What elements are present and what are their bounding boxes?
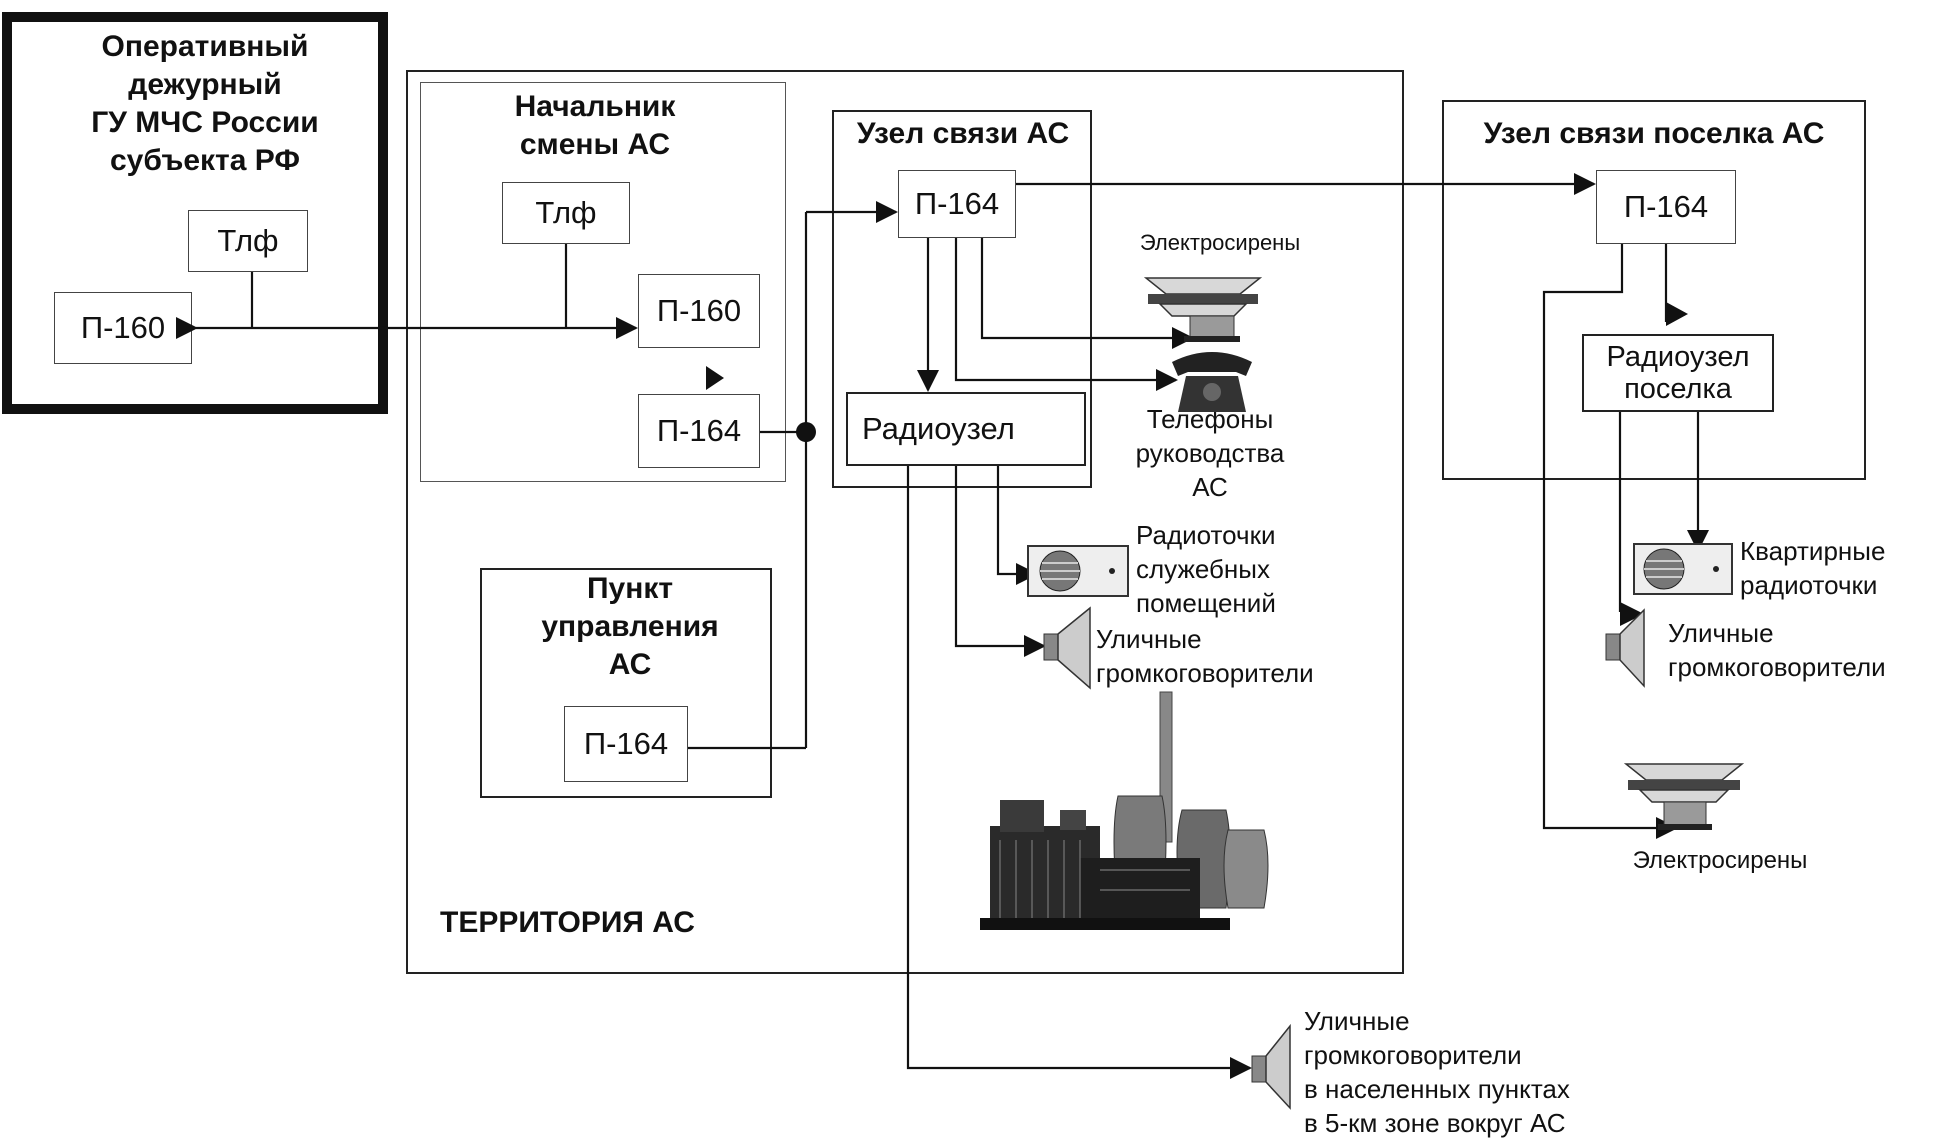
village-p164: П-164	[1596, 170, 1736, 244]
power-plant-icon	[980, 691, 1269, 930]
siren-top-icon	[1143, 277, 1263, 342]
node-p164: П-164	[898, 170, 1016, 238]
speaker-village-icon	[1605, 608, 1645, 688]
shift-chief-title: Начальник смены АС	[514, 90, 676, 161]
wire-node-sirens	[980, 238, 1194, 349]
wire-node-phones	[954, 238, 1178, 391]
ops-tlf: Тлф	[188, 210, 308, 272]
wire-village-sirens	[1542, 244, 1678, 839]
village-radio: Радиоузел поселка	[1582, 334, 1774, 412]
ops-duty-frame	[2, 12, 388, 414]
arrow-village-speakers	[1620, 602, 1644, 626]
territory-label: ТЕРРИТОРИЯ АС	[440, 906, 695, 939]
phones-label: Телефоны руководства АС	[1135, 404, 1285, 502]
street-speakers-zone-label: Уличные громкоговорители в населенных пу…	[1304, 1006, 1570, 1138]
apartment-radio-label: Квартирные радиоточки	[1740, 536, 1886, 600]
wire-radio-speakers	[954, 466, 1046, 657]
control-point-frame	[480, 568, 772, 798]
comm-node-frame	[832, 110, 1092, 488]
shift-chief-frame	[420, 82, 786, 482]
chief-p160: П-160	[638, 274, 760, 348]
chief-tlf: Тлф	[502, 182, 630, 244]
cp-p164: П-164	[564, 706, 688, 782]
speaker-as-icon	[1043, 606, 1091, 690]
chief-p164: П-164	[638, 394, 760, 468]
radio-points-office-label: Радиоточки служебных помещений	[1136, 520, 1276, 618]
arrow-p160-p164	[706, 366, 724, 390]
sirens-top-label: Электросирены	[1139, 230, 1301, 255]
ops-p160: П-160	[54, 292, 192, 364]
node-radio: Радиоузел	[846, 392, 1086, 466]
territory-frame	[406, 70, 1404, 974]
ops-duty-title: Оперативный дежурный ГУ МЧС России субъе…	[91, 30, 319, 177]
apartment-radio-icon	[1633, 543, 1733, 595]
speaker-zone-icon	[1251, 1023, 1291, 1110]
sirens-village-label: Электросирены	[1632, 847, 1808, 874]
comm-node-title: Узел связи АС	[856, 117, 1070, 150]
street-speakers-village-label: Уличные громкоговорители	[1668, 618, 1886, 682]
radio-point-office-icon	[1027, 545, 1129, 597]
phone-icon	[1172, 352, 1252, 412]
wire-radio-office	[996, 466, 1038, 585]
wire-radio-zone	[906, 466, 1252, 1079]
arrow-village-radio	[1666, 302, 1688, 326]
street-speakers-as-label: Уличные громкоговорители	[1096, 624, 1314, 688]
village-node-title: Узел связи поселка АС	[1483, 117, 1825, 150]
junction-dot	[796, 422, 816, 442]
control-point-title: Пункт управления АС	[541, 572, 719, 681]
siren-village-icon	[1623, 763, 1745, 830]
village-node-frame	[1442, 100, 1866, 480]
